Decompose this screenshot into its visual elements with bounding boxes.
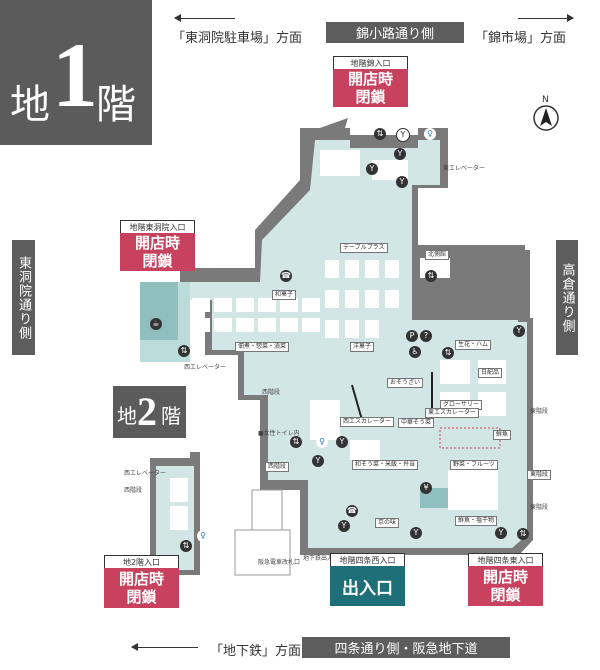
entrance-higashinotoin-status[interactable]: 開店時 閉鎖 [120, 233, 195, 271]
area-nichiyo: 日配品 [478, 368, 503, 378]
area-higashi-esc: 東エスカレーター [425, 408, 480, 418]
note-toilet: ■女性トイレ内 [258, 430, 300, 437]
phone-icon: ☎ [346, 505, 358, 517]
status-line2: 閉鎖 [142, 252, 173, 270]
area-seiniku: 鮮魚・塩干物 [455, 516, 498, 526]
area-chukasouzai: 中華そう菜 [398, 418, 435, 428]
restaurant-icon: Y [366, 163, 378, 175]
note-higashi-stairs: 東階段 [530, 504, 549, 511]
status-line1: 開店時 [482, 568, 528, 586]
compass-label: N [542, 95, 549, 105]
status-line1: 開店時 [118, 570, 164, 588]
restaurant-icon: Y [394, 148, 406, 160]
restaurant-icon: Y [495, 527, 507, 539]
status-line1: 開店時 [134, 234, 180, 252]
floor-kanji-ground: 地 [10, 82, 50, 128]
note-west-elevator: 西エレベーター [184, 364, 227, 371]
floor2-kanji-ground: 地 [117, 404, 137, 428]
restaurant-icon: Y [513, 325, 525, 337]
street-nishikikoji: 錦小路通り側 [326, 22, 464, 43]
restaurant-icon: Y [410, 527, 422, 539]
info-icon: ? [420, 330, 432, 342]
elevator-icon: ⇅ [180, 540, 192, 552]
street-higashinotoin: 東洞院通り側 [12, 240, 35, 355]
restaurant-icon: Y [338, 520, 350, 532]
elevator-icon: ⇅ [442, 347, 454, 359]
area-kyo: 京の味 [375, 518, 400, 528]
floor-number: 1 [52, 24, 98, 126]
floor2-kanji-level: 階 [161, 404, 181, 428]
elevator-icon: ⇅ [178, 345, 190, 357]
status-line2: 閉鎖 [126, 588, 157, 606]
direction-higashinotoin-parking: 「東洞院駐車場」方面 [172, 31, 303, 46]
note-subway: 地下鉄出入口 [303, 555, 340, 562]
note-east-stairs: 東階段 [530, 408, 549, 415]
toilet-icon: ♀ [424, 128, 436, 140]
note-hankyu: 阪急電車改札口 [258, 559, 301, 566]
status-line2: 閉鎖 [490, 586, 521, 604]
arrow-right-top [518, 14, 574, 22]
floor2-number: 2 [137, 389, 157, 434]
area-higashi-stairs: 東階段 [527, 470, 552, 480]
area-table-plus: テーブルプラス [340, 243, 388, 253]
elevator-icon: ⇅ [374, 128, 386, 140]
direction-subway: 「地下鉄」方面 [210, 644, 302, 659]
entrance-shijo-west-main[interactable]: 出入口 [330, 566, 405, 606]
entrance-nishiki-status[interactable]: 開店時 閉鎖 [333, 69, 408, 107]
compass-icon: N [533, 95, 559, 135]
area-nishi-esc: 西エスカレーター [340, 417, 395, 427]
atm-icon: ¥ [420, 482, 432, 494]
restaurant-icon: Y [336, 436, 348, 448]
parking-icon: P [406, 330, 418, 342]
area-seika: 生花・ハム [455, 340, 492, 350]
wheelchair-icon: ♿ [409, 346, 421, 358]
area-osozai: おそうざい [387, 378, 424, 388]
area-yogashi: 洋菓子 [350, 342, 375, 352]
phone-icon: ☎ [280, 270, 292, 282]
entrance-shijo-east-status[interactable]: 開店時 閉鎖 [468, 566, 543, 606]
restaurant-icon: Y [312, 455, 324, 467]
elevator-icon: ⇅ [517, 528, 529, 540]
entrance-b2-status[interactable]: 開店時 閉鎖 [104, 568, 179, 608]
area-yasai: 野菜・フルーツ [450, 460, 498, 470]
restaurant-icon: Y [396, 176, 408, 188]
floor-label-b1: 地 1 階 [0, 0, 152, 145]
area-tsukudani: 佃煮・惣菜・漬菜 [235, 342, 290, 352]
note-west-stairs: 西階段 [262, 389, 281, 396]
status-line2: 閉鎖 [355, 88, 386, 106]
note-east-elevator: 東エレベーター [443, 165, 486, 172]
toilet-icon: ♀ [197, 530, 209, 542]
elevator-icon: ⇅ [290, 436, 302, 448]
toilet-icon: ♀ [316, 436, 328, 448]
street-shijo: 四条通り側・阪急地下道 [302, 637, 510, 658]
note-b2-elevator: 西エレベーター [124, 470, 167, 477]
note-b2-stairs: 西階段 [124, 487, 143, 494]
area-hokusai: 北側館 [425, 250, 450, 260]
floor-kanji-level: 階 [96, 82, 136, 128]
floor-label-b2: 地 2 階 [113, 386, 186, 438]
arrow-left-top [174, 14, 235, 22]
area-sakana: 鮮魚 [493, 430, 512, 440]
area-nishi-stairs: 西階段 [265, 462, 290, 472]
restaurant-icon: Y [396, 128, 410, 142]
status-line1: 開店時 [347, 70, 393, 88]
arrow-left-bottom [131, 643, 198, 651]
area-wagashi: 和菓子 [272, 290, 297, 300]
elevator-icon: ⇅ [425, 270, 437, 282]
direction-nishiki-market: 「錦市場」方面 [475, 31, 567, 46]
area-washoku: 和そう菜・米飯・弁当 [352, 460, 419, 470]
street-takakura: 高倉通り側 [556, 240, 578, 355]
cafe-icon: ☕ [150, 318, 162, 330]
